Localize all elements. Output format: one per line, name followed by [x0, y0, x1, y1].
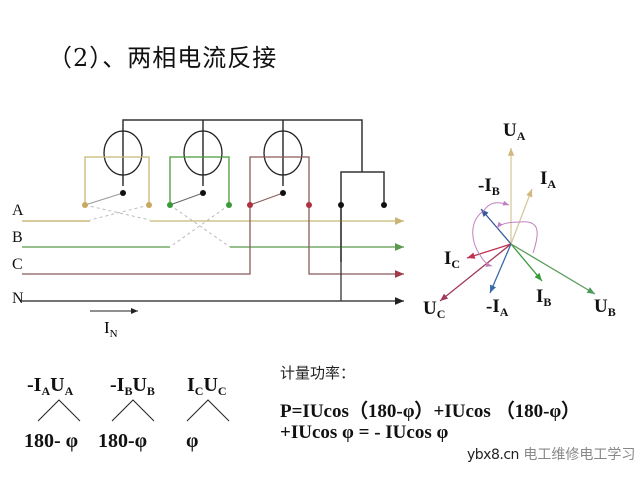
line-label-n: N: [12, 290, 24, 307]
angle-value-c: φ: [186, 430, 199, 452]
coil-b: [169, 156, 230, 205]
formula-heading: 计量功率：: [280, 364, 356, 382]
phasor-label-neg-ia: -IA: [486, 296, 509, 319]
line-label-a: A: [12, 202, 24, 219]
watermark: ybx8.cn 电工维修电工学习: [467, 447, 636, 463]
meter-1: [103, 130, 143, 176]
phasor-label-ia: IA: [540, 168, 557, 191]
angle-pair-a: -IAUA: [27, 374, 74, 398]
phasor-label-ib: IB: [536, 286, 552, 309]
angle-carets: [37, 399, 230, 422]
phasor-label-ic: IC: [444, 248, 461, 271]
terminals: [82, 190, 387, 208]
formula-line-2: +IUcos φ = - IUcos φ: [280, 422, 449, 443]
phasor-label-uc: UC: [423, 298, 446, 321]
meter-3: [263, 130, 303, 176]
coil-c: [249, 156, 310, 205]
angle-value-b: 180-φ: [98, 430, 148, 452]
angle-pair-c: ICUC: [187, 374, 227, 398]
line-c: [22, 205, 251, 275]
angle-pair-b: -IBUB: [110, 374, 155, 398]
slide-title: （2）、两相电流反接: [48, 44, 278, 72]
coil-a: [84, 156, 150, 205]
phasor-diagram: [439, 148, 596, 302]
formula-line-1: P=IUcos（180-φ）+IUcos （180-φ）: [280, 401, 581, 422]
phasor-label-neg-ib: -IB: [478, 175, 500, 198]
phasor-label-ub: UB: [594, 296, 616, 319]
line-label-b: B: [12, 229, 23, 246]
meter-2: [183, 130, 223, 176]
angle-value-a: 180- φ: [24, 430, 79, 452]
neutral-current-label: IN: [104, 318, 118, 340]
line-label-c: C: [12, 256, 23, 273]
phasor-label-ua: UA: [503, 120, 526, 143]
